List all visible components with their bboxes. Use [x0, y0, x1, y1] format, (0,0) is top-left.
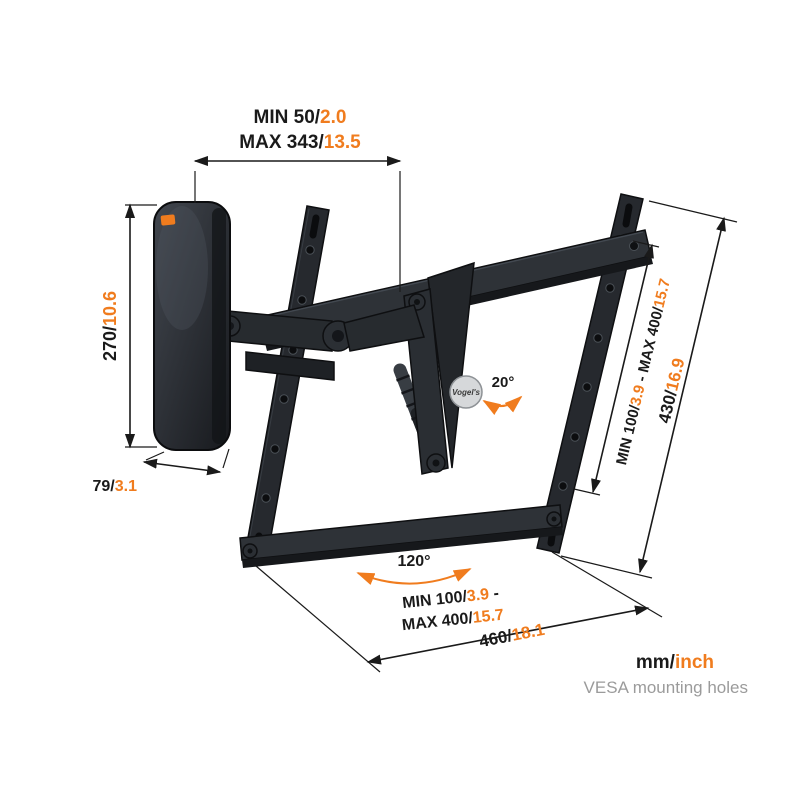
legend-units: mm/inch — [636, 652, 714, 673]
label-plate-width: 79/3.1 — [93, 478, 138, 495]
legend: mm/inch VESA mounting holes — [584, 652, 748, 697]
hinge-pivot-bottom-bolt — [432, 459, 440, 467]
arm-lower-bar — [245, 351, 335, 381]
label-vesa-horizontal-line1: MIN 100/3.9 - — [401, 585, 499, 612]
bottom-crossbar-flange — [242, 527, 563, 568]
hinge-pivot-top-bolt — [414, 299, 420, 305]
orange-strap — [160, 214, 176, 226]
ext-line-width-right — [551, 551, 663, 618]
wall-plate-side-shadow — [212, 208, 226, 444]
vogels-logo-disc — [449, 375, 483, 409]
top-crossbar-screw-right — [629, 241, 639, 251]
articulating-arm — [219, 304, 425, 381]
vogels-logo-text: Vogel's — [452, 388, 480, 397]
brand-badge: Vogel's — [449, 375, 483, 409]
left-rail — [243, 205, 330, 565]
tilt-mechanism — [393, 261, 475, 475]
ext-line-rail-bottom — [560, 555, 653, 579]
dim-line-width — [366, 605, 650, 665]
right-rail-slot-top — [622, 203, 633, 228]
ext-line-width-left — [255, 565, 381, 673]
label-plate-height: 270/10.6 — [100, 291, 120, 361]
label-extension-max: MAX 343/13.5 — [239, 132, 361, 153]
wall-plate-sheen — [156, 206, 208, 330]
legend-caption: VESA mounting holes — [584, 678, 748, 697]
left-rail-highlight — [245, 208, 310, 559]
label-extension-min: MIN 50/2.0 — [254, 107, 347, 128]
mount-illustration: Vogel's — [153, 193, 653, 568]
label-vesa-horizontal: MIN 100/3.9 - MAX 400/15.7 — [401, 585, 505, 634]
support-plate — [427, 261, 475, 469]
dim-line-plate-width — [142, 458, 222, 476]
ext-line-plate-width-left — [145, 451, 165, 461]
ext-line-plate-width-right — [222, 448, 230, 469]
label-swivel-angle: 120° — [397, 553, 430, 570]
wall-plate — [153, 201, 231, 451]
swivel-arc-arrow — [356, 568, 472, 585]
bottom-knob-left-center — [247, 548, 253, 554]
arm-link-2 — [343, 304, 425, 352]
bottom-knob-right-center — [551, 516, 557, 522]
ext-line-vesa-v-bottom — [573, 488, 601, 496]
label-tilt-angle: 20° — [492, 374, 515, 391]
tilt-arc-arrow — [482, 395, 523, 415]
wall-plate-body — [153, 201, 231, 451]
dim-line-rail-height — [638, 216, 726, 574]
left-rail-slot-top — [309, 214, 320, 239]
elbow-joint-bolt — [332, 330, 344, 342]
